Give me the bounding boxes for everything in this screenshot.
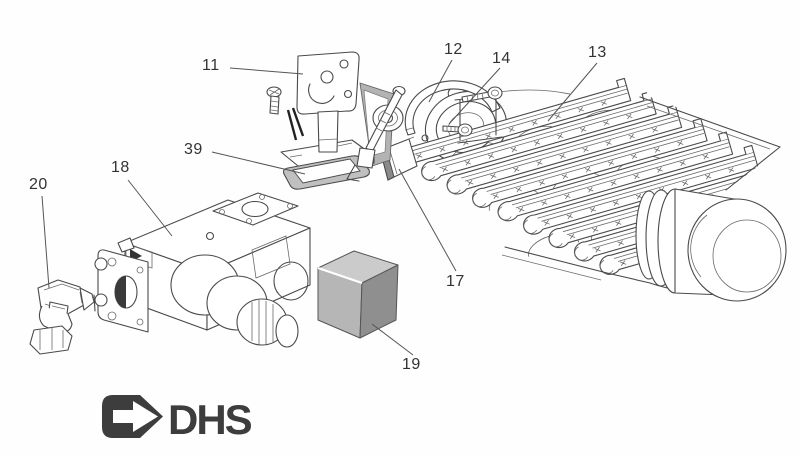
leader-line-20 [41, 195, 50, 289]
part-19-cover-cube [317, 250, 399, 339]
part-label-18: 18 [111, 159, 130, 176]
leader-line-19 [371, 323, 414, 356]
part-label-12: 12 [444, 41, 463, 58]
leader-line-18 [127, 179, 173, 237]
bracket-screw [266, 86, 282, 115]
part-label-13: 13 [588, 44, 607, 61]
igniter-electrode [346, 85, 406, 182]
leader-line-11 [229, 67, 304, 75]
leader-line-17 [398, 168, 457, 272]
part-13-burner-assembly [391, 77, 787, 302]
part-label-19: 19 [402, 356, 421, 373]
screw-lower [442, 123, 473, 137]
elbow-hex-cap [29, 325, 73, 355]
dhs-logo: DHS [102, 395, 254, 443]
part-18-gas-valve [94, 192, 311, 348]
leader-line-12 [428, 59, 453, 103]
dhs-logo-text: DHS [168, 396, 252, 443]
burner-mixing-tube [635, 188, 787, 302]
part-20-elbow-fitting [29, 279, 111, 355]
leader-line-39 [211, 151, 306, 175]
part-label-17: 17 [446, 273, 465, 290]
burner-frame-edge [639, 96, 781, 191]
leader-line-13 [547, 62, 598, 122]
part-label-20: 20 [29, 176, 48, 193]
ignition-cables [286, 107, 305, 141]
part-label-11: 11 [202, 57, 220, 74]
valve-top-flange [212, 192, 299, 226]
bracket-column [317, 110, 339, 153]
leader-lines [41, 59, 598, 356]
leader-line-14 [448, 67, 501, 125]
part-label-14: 14 [492, 50, 511, 67]
valve-actuator-knob [170, 254, 299, 348]
valve-inlet-flange [94, 237, 149, 333]
part-label-39: 39 [184, 141, 203, 158]
